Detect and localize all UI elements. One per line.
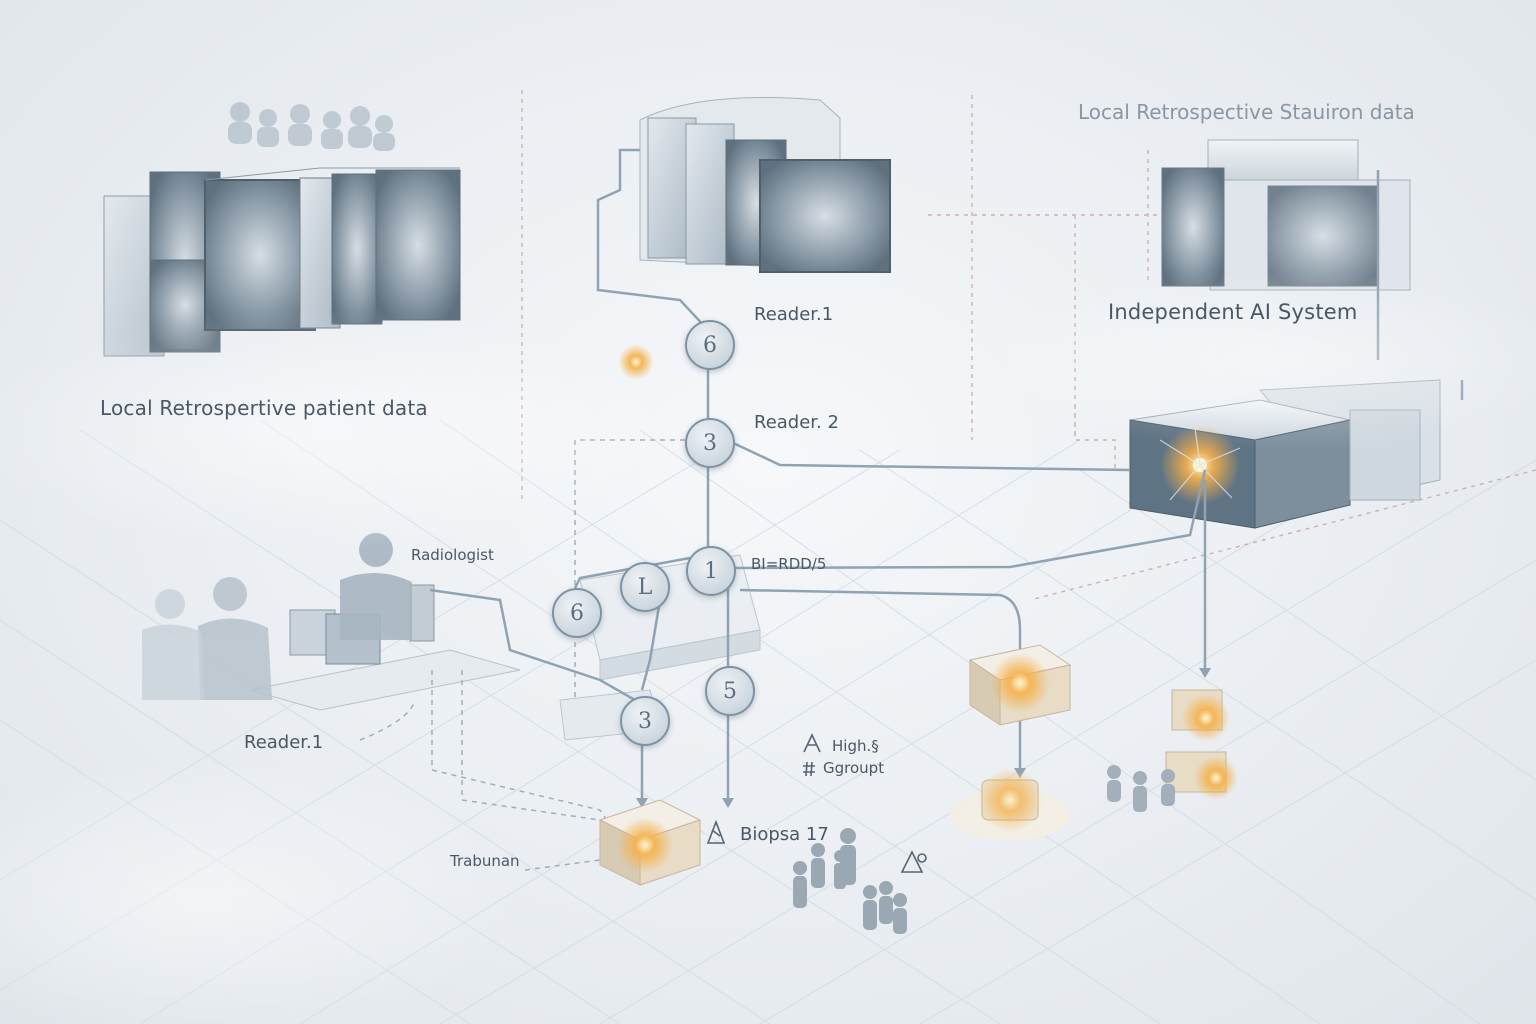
node-3-low: 3 <box>620 696 670 746</box>
reader-server-stack <box>639 97 891 273</box>
label-independent-ai: Independent AI System <box>1108 300 1358 324</box>
node-3-low-label: 3 <box>638 708 652 734</box>
node-6-left-label: 6 <box>570 600 584 626</box>
node-6-top-label: 6 <box>703 332 717 358</box>
node-1: 1 <box>686 546 736 596</box>
label-biopsy: Biopsa 17 <box>740 824 829 845</box>
label-high: High.§ <box>832 737 879 755</box>
label-local-patient-data: Local Retrospertive patient data <box>100 396 428 420</box>
outcome-box-bottom <box>950 768 1070 841</box>
node-3-mid-label: 3 <box>703 430 717 456</box>
label-reader2: Reader. 2 <box>754 412 839 433</box>
node-5-label: 5 <box>723 678 737 704</box>
outcome-box-biopsy <box>598 799 702 886</box>
outcome-box-right <box>1165 689 1238 800</box>
radiologist-workstation <box>142 533 521 711</box>
label-reader1-bottom: Reader.1 <box>244 732 324 753</box>
label-birads: BI=RDD/5 <box>751 555 827 573</box>
label-group: Ggroupt <box>823 759 885 777</box>
label-radiologist: Radiologist <box>411 546 494 564</box>
label-local-station-data: Local Retrospective Stauiron data <box>1078 100 1415 124</box>
label-reader1-top: Reader.1 <box>754 304 834 325</box>
node-l-label: L <box>637 574 653 600</box>
node-6-top: 6 <box>685 320 735 370</box>
node-3-mid: 3 <box>685 418 735 468</box>
node-5: 5 <box>705 666 755 716</box>
biopsy-icon <box>706 819 726 844</box>
person-icon <box>900 850 927 873</box>
node-l: L <box>620 562 670 612</box>
patient-group-right <box>1107 765 1175 812</box>
high-group-icon <box>803 733 821 777</box>
node-6-left: 6 <box>552 588 602 638</box>
patient-group-bottom <box>793 828 907 934</box>
node-1-label: 1 <box>704 558 718 584</box>
label-trabunan: Trabunan <box>450 852 520 870</box>
station-device <box>1161 139 1411 291</box>
outcome-box-center <box>968 644 1072 726</box>
